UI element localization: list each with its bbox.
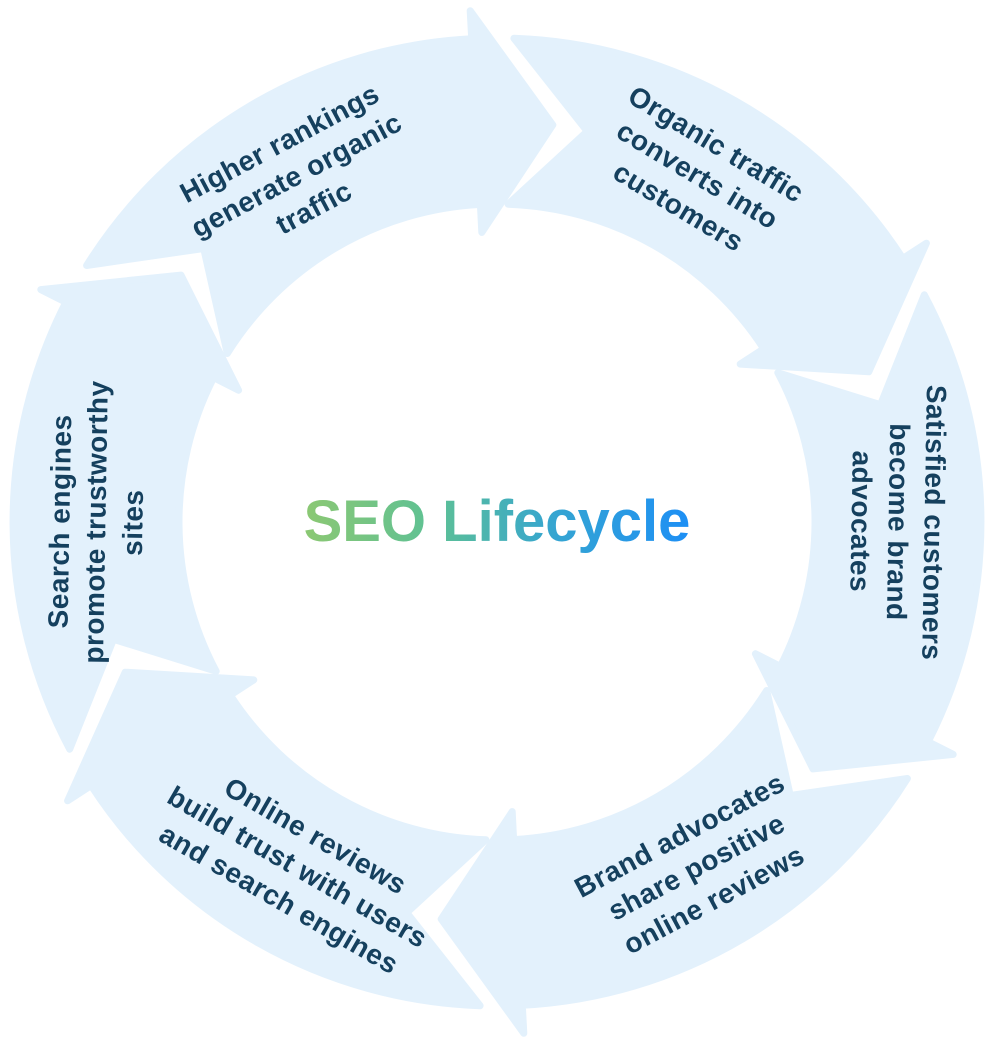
diagram-title: SEO Lifecycle xyxy=(304,489,691,554)
segment-label-right: Satisfied customers become brand advocat… xyxy=(844,384,952,661)
arrow-segment-right xyxy=(751,291,985,773)
arrow-segment-top-right xyxy=(504,34,930,376)
segment-label-left: Search engines promote trustworthy sites xyxy=(42,380,149,664)
arrow-segment-left xyxy=(9,271,243,753)
arrow-segment-bottom-right xyxy=(437,687,911,1037)
arrow-segment-top-left xyxy=(83,7,557,357)
arrow-segment-bottom-left xyxy=(64,668,490,1010)
